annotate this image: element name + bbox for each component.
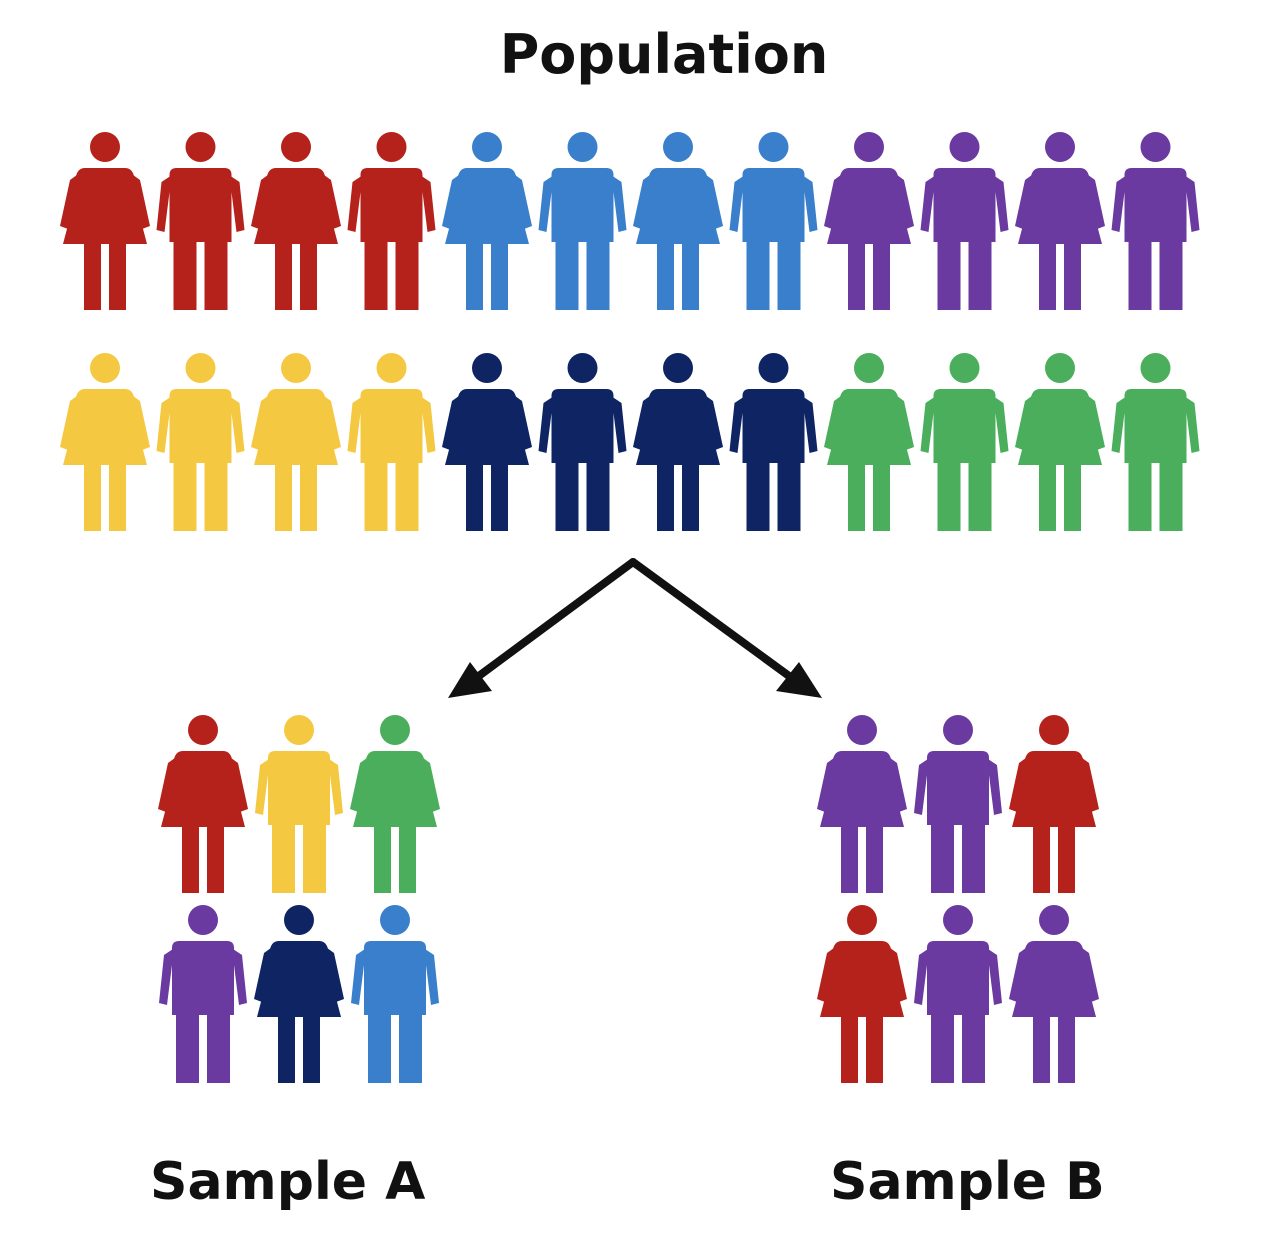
female-person-icon (251, 353, 341, 531)
female-person-icon (1015, 132, 1105, 310)
arrow-head-left (448, 662, 492, 698)
female-person-icon (254, 905, 344, 1083)
male-person-icon (347, 353, 436, 531)
arrow-shaft-left (464, 558, 637, 688)
female-person-icon (633, 353, 723, 531)
male-person-icon (920, 353, 1009, 531)
female-person-icon (350, 715, 440, 893)
male-person-icon (156, 132, 245, 310)
female-person-icon (824, 132, 914, 310)
population-title: Population (499, 23, 829, 86)
male-person-icon (351, 905, 439, 1083)
male-person-icon (255, 715, 343, 893)
male-person-icon (1111, 353, 1200, 531)
female-person-icon (633, 132, 723, 310)
female-person-icon (817, 905, 907, 1083)
male-person-icon (920, 132, 1009, 310)
female-person-icon (251, 132, 341, 310)
arrow-shaft-right (629, 558, 804, 688)
male-person-icon (1111, 132, 1200, 310)
sample-a-label: Sample A (150, 1152, 426, 1212)
population-group (60, 132, 1200, 531)
female-person-icon (1009, 905, 1099, 1083)
male-person-icon (729, 353, 818, 531)
female-person-icon (817, 715, 907, 893)
female-person-icon (60, 132, 150, 310)
female-person-icon (60, 353, 150, 531)
male-person-icon (538, 132, 627, 310)
female-person-icon (158, 715, 248, 893)
male-person-icon (538, 353, 627, 531)
male-person-icon (156, 353, 245, 531)
arrow-head-right (776, 662, 822, 698)
male-person-icon (159, 905, 247, 1083)
female-person-icon (824, 353, 914, 531)
male-person-icon (914, 715, 1002, 893)
female-person-icon (442, 132, 532, 310)
sample-b-label: Sample B (830, 1152, 1105, 1212)
female-person-icon (1009, 715, 1099, 893)
sample-a-group (158, 715, 440, 1083)
male-person-icon (729, 132, 818, 310)
male-person-icon (914, 905, 1002, 1083)
male-person-icon (347, 132, 436, 310)
female-person-icon (442, 353, 532, 531)
sample-b-group (817, 715, 1099, 1083)
split-arrows (448, 558, 822, 698)
female-person-icon (1015, 353, 1105, 531)
